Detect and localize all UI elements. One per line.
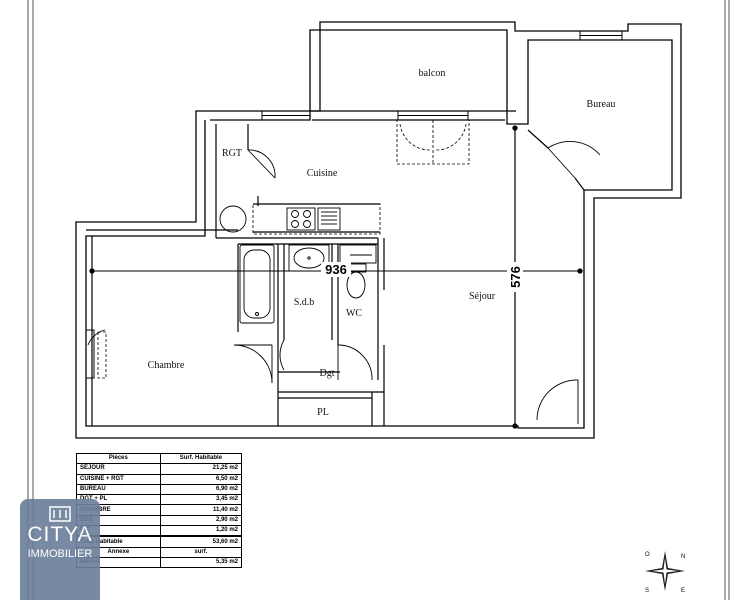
- logo-subtitle: IMMOBILIER: [27, 548, 93, 560]
- window-frames: [85, 30, 623, 379]
- room-label-rgt: RGT: [222, 148, 242, 159]
- compass-e: E: [681, 588, 685, 594]
- room-label-dgt: Dgt: [320, 368, 335, 379]
- room-label-sejour: Séjour: [469, 291, 496, 302]
- dimension-depth-label: 576: [508, 266, 523, 288]
- annexe-surf: surf.: [159, 546, 243, 558]
- room-label-bureau: Bureau: [587, 99, 616, 110]
- kitchen-appliances: [219, 205, 341, 233]
- row-area: 6,50 m2: [159, 473, 243, 485]
- row-area: 21,25 m2: [159, 463, 243, 475]
- room-label-cuisine: Cuisine: [307, 168, 338, 179]
- table-row: DGT + PL3,45 m2: [76, 494, 243, 506]
- room-label-balcon: balcon: [419, 68, 446, 79]
- row-area: 1,20 m2: [159, 525, 243, 537]
- row-area: 11,40 m2: [159, 504, 243, 516]
- row-area: 3,45 m2: [159, 494, 243, 506]
- compass-s: S: [645, 588, 649, 594]
- row-area: 6,90 m2: [159, 483, 243, 496]
- compass-n: N: [681, 554, 685, 560]
- table-row: balcon5,35 m2: [76, 556, 243, 569]
- compass-o: O: [645, 552, 650, 558]
- table-row: SDB2,90 m2: [76, 514, 243, 527]
- room-label-wc: WC: [346, 308, 362, 319]
- logo-brand: CITYA: [27, 523, 93, 546]
- header-pieces: Pièces: [76, 452, 161, 465]
- surface-table-header: Pièces Surf. Habitable: [76, 452, 243, 465]
- dimension-width-bg: [321, 262, 351, 277]
- room-label-chambre: Chambre: [148, 360, 185, 371]
- dimension-width-label: 936: [325, 262, 347, 277]
- dimension-depth-bg: [507, 262, 523, 292]
- total-area: 53,60 m2: [159, 535, 243, 548]
- header-surface: Surf. Habitable: [159, 452, 243, 465]
- row-area: 2,90 m2: [159, 514, 243, 527]
- row-piece: CUISINE + RGT: [76, 473, 161, 485]
- table-row: CHAMBRE11,40 m2: [76, 504, 243, 516]
- door-swings: [87, 141, 601, 424]
- interior-walls: [86, 124, 585, 426]
- room-label-sdb: S.d.b: [294, 297, 315, 308]
- citya-logo: CITYA IMMOBILIER: [20, 499, 100, 600]
- balcon-area: 5,35 m2: [159, 556, 243, 569]
- compass-rose-icon: N O S E: [645, 551, 685, 594]
- room-label-pl: PL: [317, 407, 329, 418]
- table-row: WC1,20 m2: [76, 525, 243, 537]
- row-piece: BUREAU: [76, 483, 161, 496]
- kitchen-counter: [252, 203, 381, 235]
- bathroom-fixtures: [239, 244, 377, 324]
- logo-mark-icon: [49, 506, 71, 522]
- row-piece: SÉJOUR: [76, 463, 161, 475]
